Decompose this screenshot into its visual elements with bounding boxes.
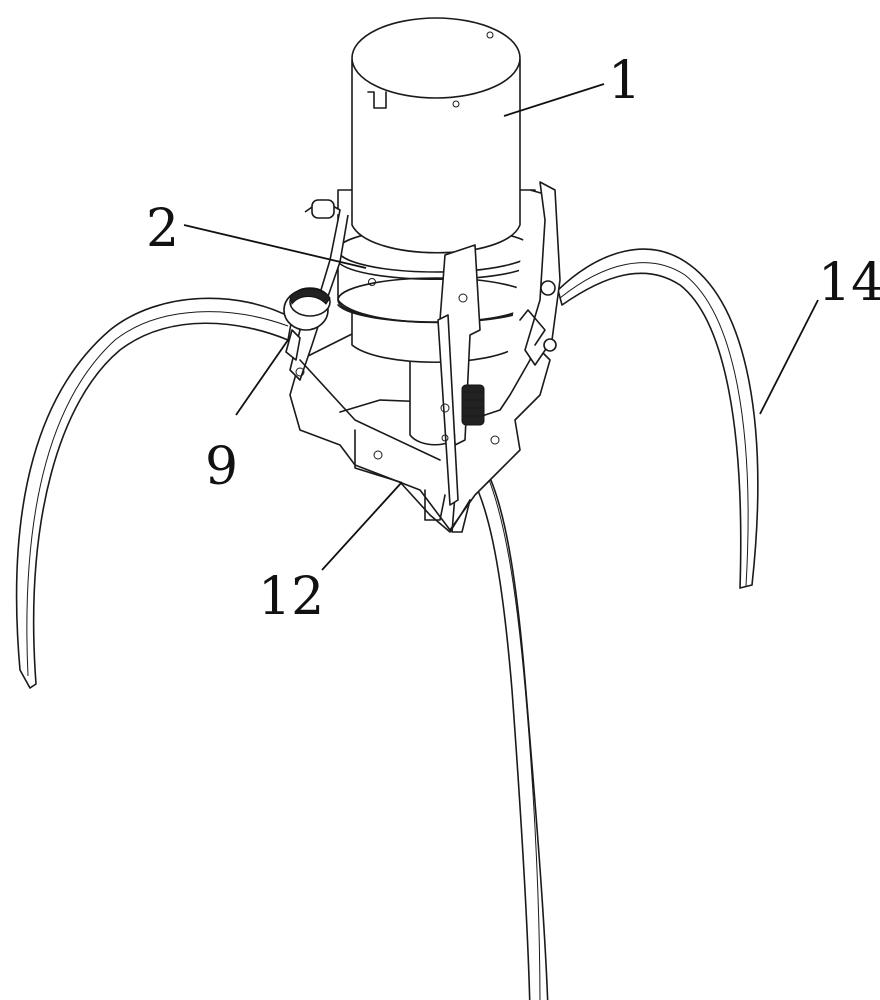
label-part-1: 1 [608,51,641,111]
gear-icon [461,384,485,426]
label-part-12: 12 [258,567,324,627]
leader-9 [235,339,289,416]
callout-leaders [183,83,819,571]
front-claw-finger [459,444,549,1000]
leader-14 [759,299,819,415]
right-linkage [499,181,561,411]
main-cylinder [351,17,521,254]
label-part-14: 14 [818,253,880,313]
right-claw-finger [557,248,759,589]
leader-1 [503,83,605,117]
label-part-2: 2 [146,199,179,259]
leader-2 [183,224,367,269]
label-part-9: 9 [205,437,238,497]
leader-12 [321,481,403,571]
left-claw-finger [15,297,293,689]
front-linkage [437,244,481,506]
adjustment-knob [283,287,331,361]
